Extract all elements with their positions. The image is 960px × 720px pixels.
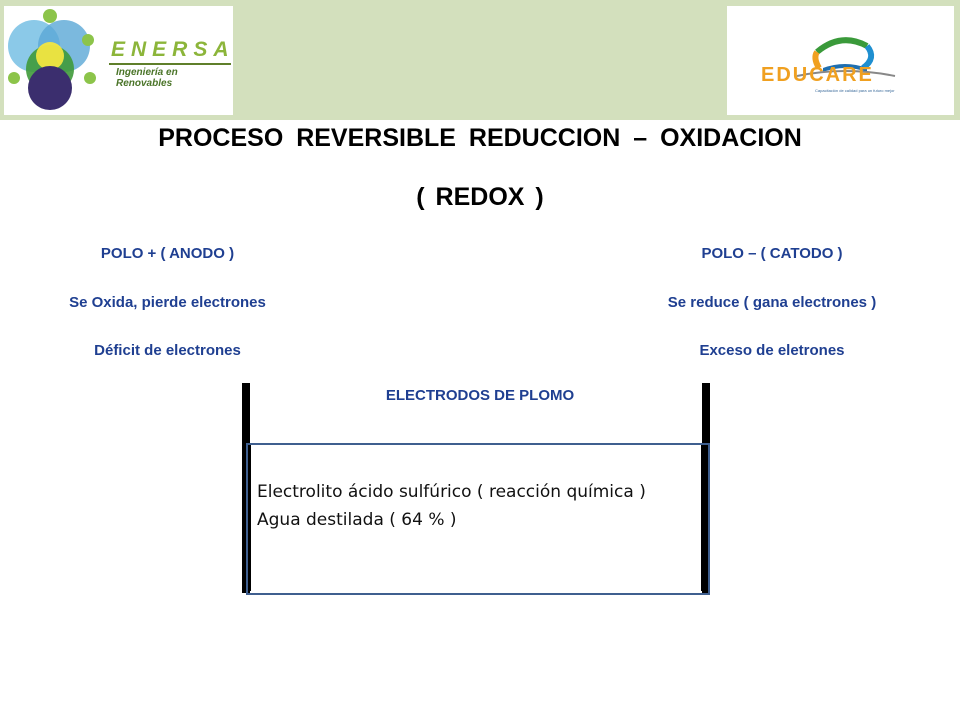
enersa-logo: ENERSA Ingeniería en Renovables	[4, 6, 233, 115]
cathode-electrode-immersed	[701, 445, 704, 591]
page-title: PROCESO REVERSIBLE REDUCCION – OXIDACION	[158, 124, 802, 152]
anode-state-label: Déficit de electrones	[94, 342, 241, 359]
educare-name: EDUCARE	[761, 64, 874, 86]
enersa-divider	[109, 63, 231, 65]
anode-pole-label: POLO + ( ANODO )	[100, 245, 235, 262]
electrolyte-description: Electrolito ácido sulfúrico ( reacción q…	[257, 482, 646, 502]
anode-behavior-label: Se Oxida, pierde electrones	[69, 294, 266, 311]
enersa-logo-mark-icon	[8, 9, 96, 110]
electrolyte-container	[246, 443, 710, 595]
distilled-water-description: Agua destilada ( 64 % )	[257, 510, 457, 530]
cathode-pole-label: POLO – ( CATODO )	[701, 245, 843, 262]
cathode-electrode	[702, 383, 710, 593]
anode-electrode-immersed	[248, 445, 251, 591]
educare-logo: EDUCARE Capacitación de calidad para un …	[727, 6, 954, 115]
enersa-tagline: Ingeniería en Renovables	[116, 67, 178, 89]
electrodes-label: ELECTRODOS DE PLOMO	[385, 387, 575, 404]
educare-book-cycle-icon	[796, 37, 896, 77]
cathode-state-label: Exceso de eletrones	[699, 342, 845, 359]
page-subtitle: ( REDOX )	[416, 183, 544, 211]
educare-tagline: Capacitación de calidad para un futuro m…	[815, 88, 895, 93]
enersa-name: ENERSA	[111, 38, 235, 61]
cathode-behavior-label: Se reduce ( gana electrones )	[667, 294, 877, 311]
